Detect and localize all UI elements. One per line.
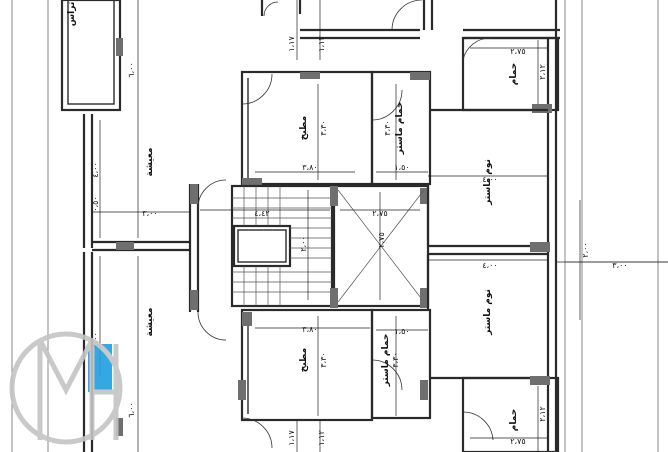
dim-275-shaft: ٢،٧٥ — [372, 209, 387, 218]
dim-200-stair: ٢،٠٠ — [299, 236, 308, 251]
dim-330-kitchen-top: ٣،٣٠ — [319, 120, 328, 135]
dim-442: ٤،٤٢ — [254, 209, 269, 218]
label-bathroom-bottom: حمام — [509, 409, 519, 432]
master-bath-top — [370, 70, 432, 186]
dim-330-kitchen-bottom: ٣،٣٠ — [319, 352, 328, 367]
bathroom-bottom — [461, 376, 560, 452]
dim-275-shaft-v: ٢،٧٥ — [377, 232, 386, 247]
dim-400-top: ٤،٠٠ — [482, 175, 497, 184]
label-master-bath-bottom: حمام ماستر — [381, 334, 391, 388]
dim-117-bottom: ١،١٧ — [287, 430, 296, 446]
stair-core — [188, 179, 334, 341]
dim-330-bath-bottom: ٣،٣٠ — [391, 352, 400, 367]
master-bath-bottom — [370, 308, 432, 420]
dim-400-left-top: ٤،٠٠ — [91, 162, 100, 177]
dim-050-left: ٠،٥٠ — [91, 196, 100, 211]
top-rooms — [260, 0, 560, 40]
label-master-bedroom-top: نوم ماستر — [483, 159, 493, 206]
balcony — [60, 0, 123, 112]
dim-112-top: ١،١٢ — [317, 36, 326, 51]
dim-300-left: ٣،٠٠ — [142, 209, 157, 218]
corridor — [428, 242, 668, 263]
room-labels: مطبخ مطبخ حمام ماستر حمام ماستر نوم ماست… — [67, 2, 519, 431]
dim-330-bath-top: ٣،٣٠ — [383, 120, 392, 135]
label-kitchen-bottom: مطبخ — [299, 348, 309, 373]
label-master-bath-top: حمام ماستر — [395, 102, 405, 156]
stair-treads — [232, 186, 332, 306]
dim-380-bottom: ٣،٨٠ — [302, 325, 317, 334]
dim-112-bottom: ١،١٢ — [317, 430, 326, 445]
label-balcony: تراس — [67, 2, 77, 26]
label-living-top: معيشة — [145, 148, 155, 177]
label-kitchen-top: مطبخ — [299, 116, 309, 141]
dim-212-top: ٢،١٢ — [538, 64, 547, 79]
label-living-bottom: معيشة — [145, 308, 155, 337]
dim-600-top: ٦،٠٠ — [127, 62, 136, 77]
dim-150-top: ١،٥٠ — [394, 163, 409, 172]
dim-300-right: ٣،٠٠ — [612, 261, 627, 270]
dim-117-top: ١،١٧ — [287, 36, 296, 52]
dim-212-bottom: ٢،١٢ — [538, 406, 547, 421]
dim-380-top: ٣،٨٠ — [302, 163, 317, 172]
dim-600-bottom: ٦،٠٠ — [127, 402, 136, 417]
dim-400-bottom: ٤،٠٠ — [482, 261, 497, 270]
label-bathroom-top: حمام — [509, 63, 519, 86]
living-walls — [82, 114, 190, 452]
watermark-logo — [9, 331, 123, 445]
dimension-lines — [92, 0, 581, 452]
dim-150-bottom: ١،٥٠ — [394, 327, 409, 336]
logo-m-letter — [37, 338, 95, 440]
label-master-bedroom-bottom: نوم ماستر — [483, 289, 493, 336]
logo-ring — [9, 331, 123, 445]
dim-200-right: ٢،٠٠ — [581, 242, 590, 257]
dim-275-bottom: ٢،٧٥ — [510, 437, 525, 446]
dimension-texts: ٣،٨٠ ١،٥٠ ٤،٠٠ ٤،٠٠ ٢،٧٥ ٤،٤٢ ٣،٠٠ ٣،٨٠ … — [91, 36, 628, 446]
dim-275-top: ٢،٧٥ — [510, 47, 525, 56]
